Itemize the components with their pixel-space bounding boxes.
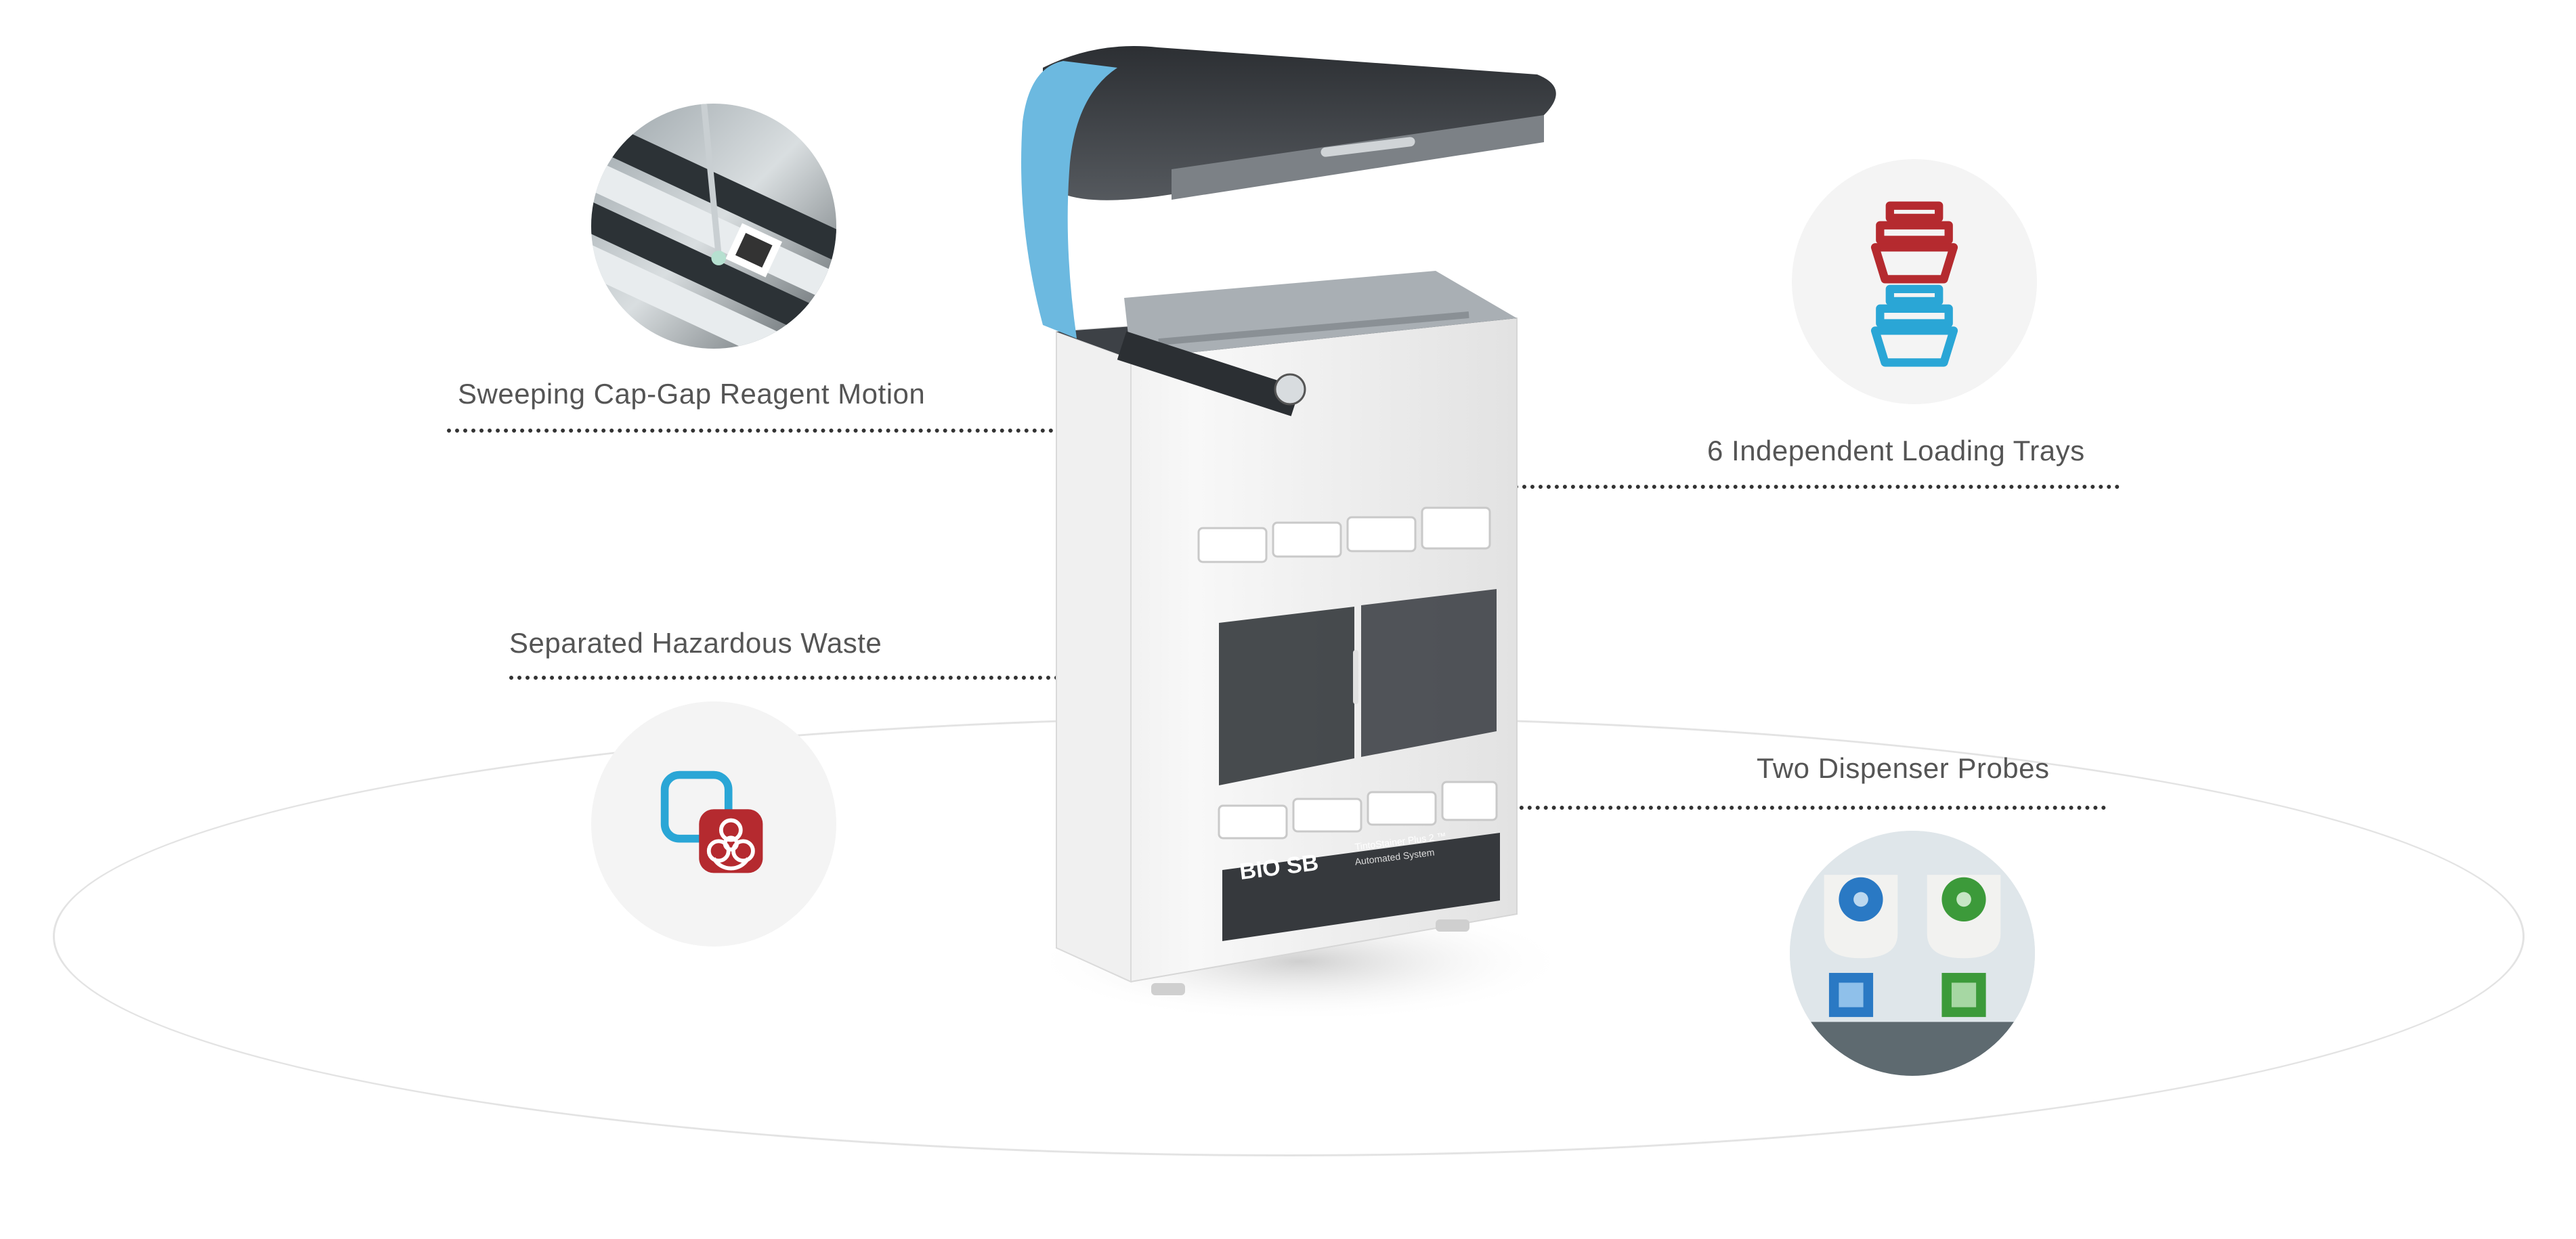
- sweeping-motion-leader-line: [447, 429, 1232, 433]
- dispenser-probes-label: Two Dispenser Probes: [1757, 752, 2050, 784]
- stacked-trays-icon: [1870, 201, 1958, 367]
- biohazard-icon: [660, 770, 763, 873]
- loading-trays-label: 6 Independent Loading Trays: [1707, 435, 2085, 466]
- hazardous-waste-badge: [591, 701, 836, 947]
- hazardous-waste-leader-line: [509, 676, 1173, 680]
- stainer-instrument: BIO SB TintoStainer Plus 2 ™ Automated S…: [1016, 41, 1571, 1016]
- loading-trays-leader-line: [1490, 485, 2120, 489]
- loading-trays-badge: [1792, 159, 2037, 404]
- dispenser-probes-photo: [1790, 831, 2035, 1076]
- sweeping-motion-label: Sweeping Cap-Gap Reagent Motion: [458, 378, 926, 410]
- hazardous-waste-label: Separated Hazardous Waste: [509, 627, 882, 659]
- sweeping-motion-photo: [591, 104, 836, 349]
- dispenser-probes-leader-line: [1503, 806, 2106, 810]
